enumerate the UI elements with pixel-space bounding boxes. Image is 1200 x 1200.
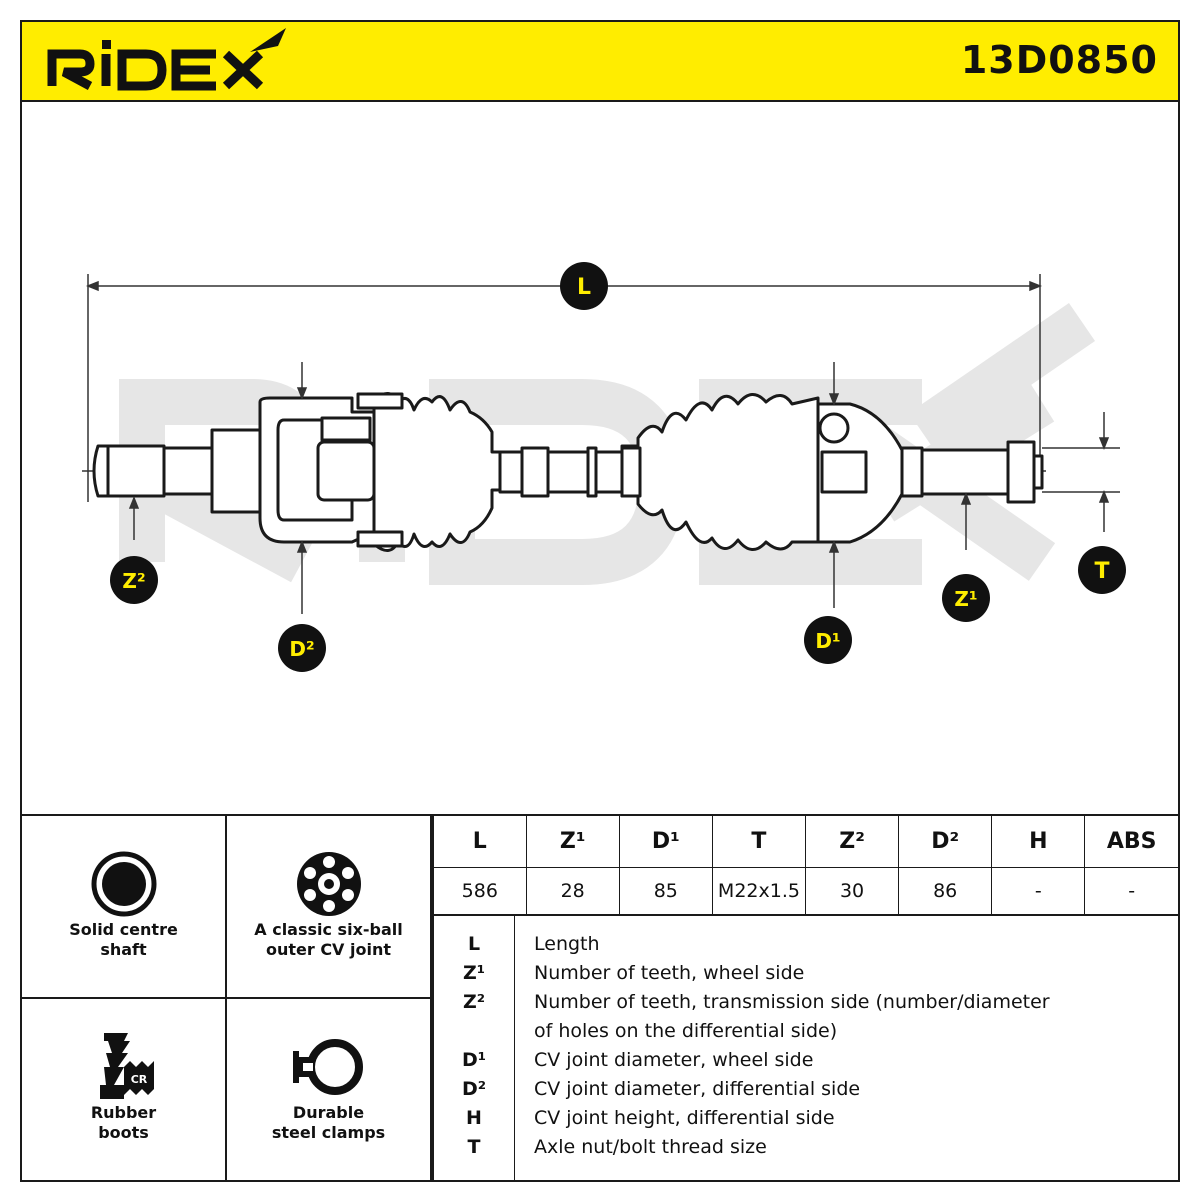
six-ball-joint-icon	[296, 852, 361, 916]
clamp-icon	[292, 1039, 363, 1095]
callout-T: T	[1078, 546, 1126, 594]
legend-key: D²	[461, 1078, 487, 1100]
svg-text:D²: D²	[289, 637, 314, 661]
driveshaft-drawing: L Z² D² D¹ Z¹ T	[82, 262, 1126, 672]
feature-six-ball-joint: A classic six-ball outer CV joint	[227, 816, 432, 999]
legend-key: L	[467, 933, 481, 955]
legend-item: L Length	[434, 930, 1180, 959]
callout-Z1: Z¹	[942, 574, 990, 622]
svg-text:D¹: D¹	[815, 629, 840, 653]
spec-header: Z¹	[525, 816, 620, 868]
feature-label: A classic six-ball outer CV joint	[254, 920, 403, 959]
spec-value: 28	[525, 867, 620, 915]
rubber-boot-icon: CR	[99, 1033, 154, 1099]
feature-label: Solid centre shaft	[69, 920, 178, 959]
spec-header: Z²	[804, 816, 899, 868]
ridex-logo	[47, 28, 286, 91]
feature-solid-shaft: Solid centre shaft	[22, 816, 227, 999]
svg-text:L: L	[577, 275, 591, 300]
legend-key: D¹	[461, 1049, 487, 1071]
legend-key: Z¹	[462, 962, 486, 984]
legend-key: Z²	[462, 991, 486, 1013]
callout-D1: D¹	[804, 616, 852, 664]
svg-text:T: T	[1094, 559, 1109, 584]
spec-value: 86	[898, 867, 992, 915]
spec-value-row: 586 28 85 M22x1.5 30 86 - -	[431, 867, 1178, 915]
spec-header: D²	[898, 816, 992, 868]
legend-key: H	[466, 1107, 482, 1129]
legend-divider	[514, 916, 515, 1182]
callout-L: L	[560, 262, 608, 310]
legend-text: CV joint diameter, wheel side	[534, 1049, 814, 1071]
part-number: 13D0850	[960, 38, 1158, 82]
callout-D2: D²	[278, 624, 326, 672]
spec-header: H	[991, 816, 1085, 868]
product-sheet: 13D0850	[20, 20, 1180, 1182]
feature-label: Durable steel clamps	[271, 1103, 386, 1142]
spec-value: 85	[618, 867, 713, 915]
callout-Z2: Z²	[110, 556, 158, 604]
spec-header: L	[431, 816, 527, 868]
svg-text:CR: CR	[130, 1073, 147, 1086]
header-bar: 13D0850	[22, 22, 1178, 102]
spec-header: D¹	[618, 816, 713, 868]
solid-shaft-icon	[91, 851, 156, 917]
legend-item: of holes on the differential side)	[434, 1017, 1180, 1046]
legend-text: Axle nut/bolt thread size	[534, 1136, 767, 1158]
spec-value: M22x1.5	[711, 867, 806, 915]
legend-item: D¹ CV joint diameter, wheel side	[434, 1046, 1180, 1075]
legend-item: Z² Number of teeth, transmission side (n…	[434, 988, 1180, 1017]
legend-text: CV joint height, differential side	[534, 1107, 835, 1129]
spec-table: L Z¹ D¹ T Z² D² H ABS 586 28 85 M22x1.5 …	[431, 814, 1178, 915]
spec-value: 586	[431, 867, 527, 915]
legend-text: Number of teeth, transmission side (numb…	[534, 991, 1050, 1013]
legend-text: of holes on the differential side)	[534, 1020, 838, 1042]
legend-text: Length	[534, 933, 600, 955]
driveshaft-body	[92, 392, 1044, 552]
legend-text: Number of teeth, wheel side	[534, 962, 805, 984]
feature-grid: Solid centre shaft A classic six-ball ou…	[22, 814, 432, 1182]
legend: L Length Z¹ Number of teeth, wheel side …	[432, 914, 1180, 1182]
svg-text:Z²: Z²	[122, 569, 145, 593]
spec-value: -	[991, 867, 1085, 915]
legend-text: CV joint diameter, differential side	[534, 1078, 861, 1100]
spec-value: -	[1084, 867, 1178, 915]
spec-value: 30	[804, 867, 899, 915]
spec-header: ABS	[1084, 816, 1178, 868]
legend-key: T	[467, 1136, 481, 1158]
spec-header: T	[711, 816, 806, 868]
legend-item: Z¹ Number of teeth, wheel side	[434, 959, 1180, 988]
legend-item: H CV joint height, differential side	[434, 1104, 1180, 1133]
feature-rubber-boots: CR Rubber boots	[22, 999, 227, 1182]
legend-item: D² CV joint diameter, differential side	[434, 1075, 1180, 1104]
legend-item: T Axle nut/bolt thread size	[434, 1133, 1180, 1162]
spec-header-row: L Z¹ D¹ T Z² D² H ABS	[431, 816, 1178, 868]
feature-label: Rubber boots	[90, 1103, 157, 1142]
feature-steel-clamps: Durable steel clamps	[227, 999, 432, 1182]
svg-text:Z¹: Z¹	[954, 587, 977, 611]
